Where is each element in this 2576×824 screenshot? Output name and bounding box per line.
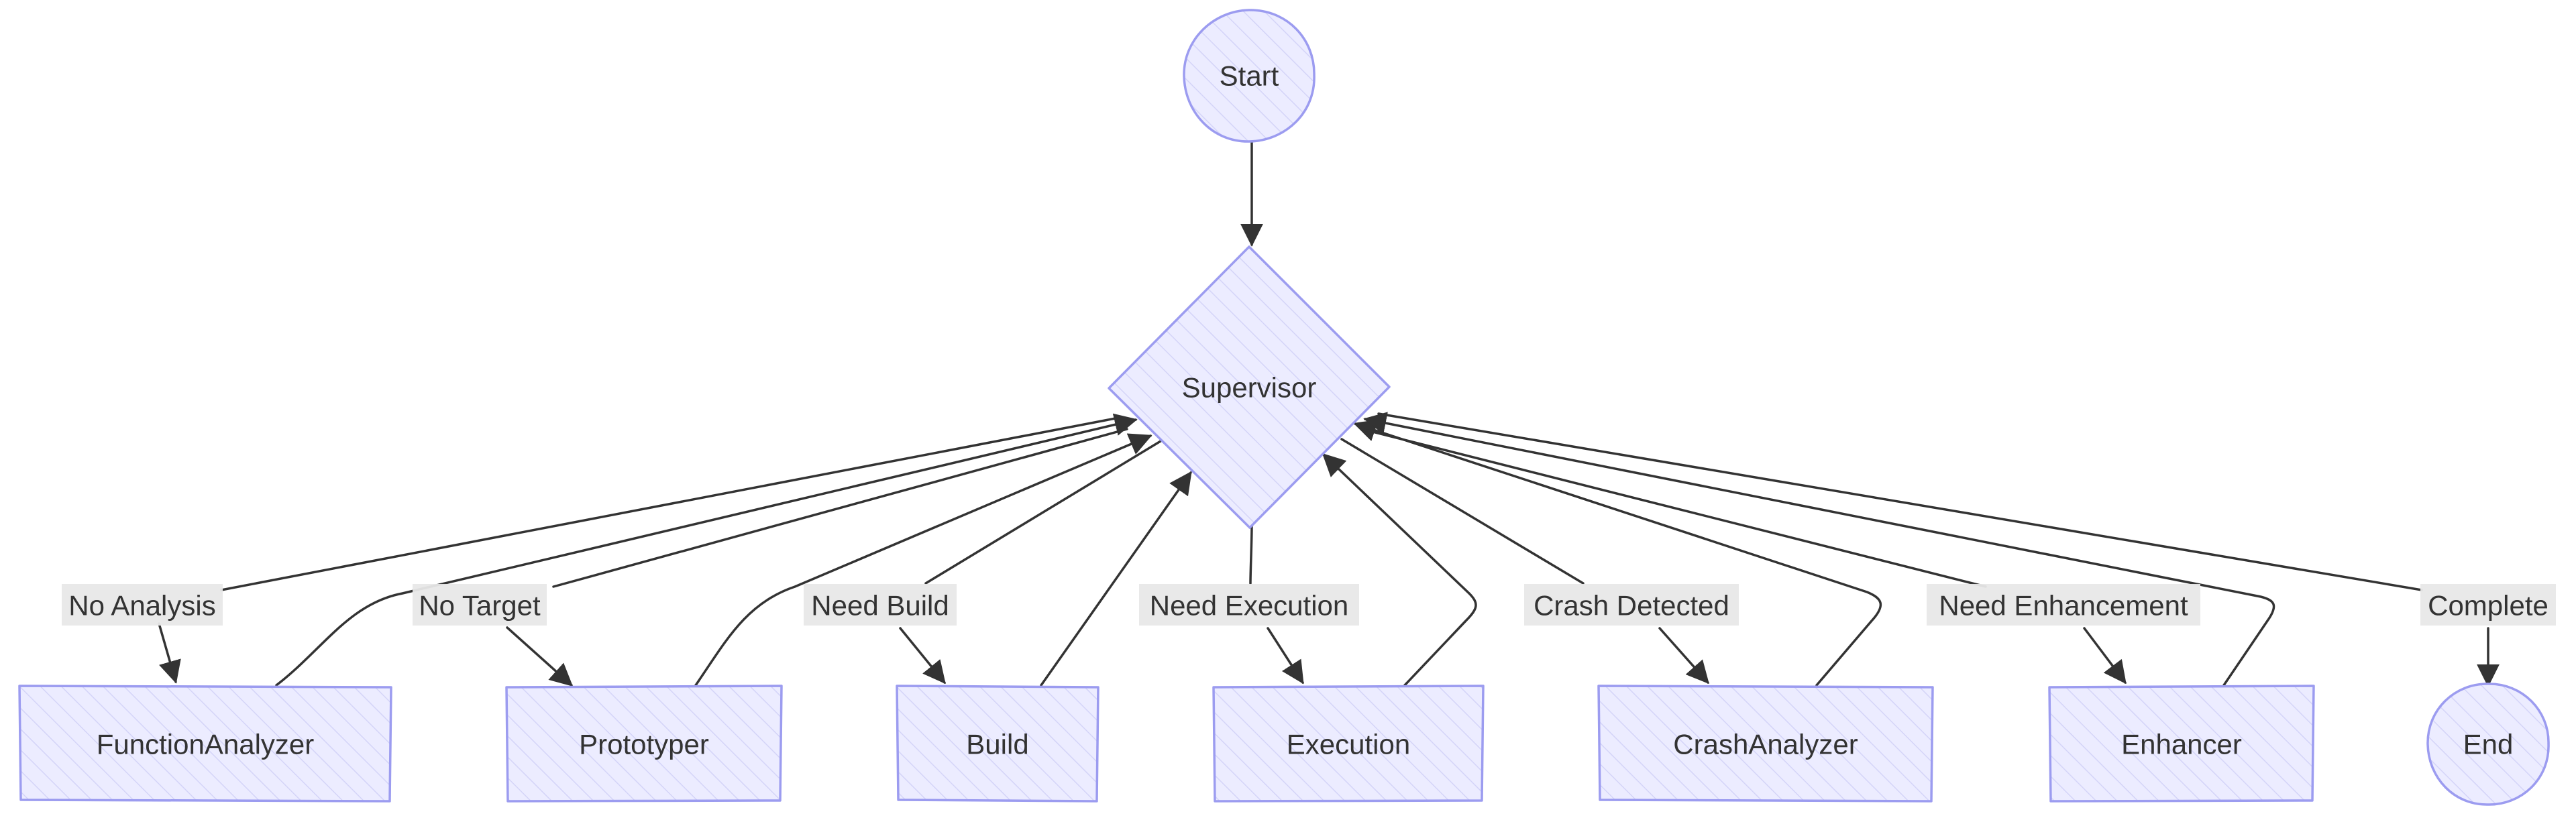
node-enhancer-label: Enhancer (2121, 729, 2242, 760)
edge-labels: No Analysis No Target Need Build Need Ex… (62, 584, 2556, 626)
edge-label-no-target: No Target (413, 584, 547, 626)
edge-supervisor-to-build (924, 438, 1165, 585)
edge-label-need-enhancement-text: Need Enhancement (1939, 590, 2188, 622)
edge-label-no-analysis: No Analysis (62, 584, 223, 626)
edge-arrow-to-enhancer (2083, 627, 2127, 685)
node-start-label: Start (1220, 60, 1279, 92)
edge-label-need-build-text: Need Build (811, 590, 949, 622)
edge-label-complete-text: Complete (2428, 590, 2548, 622)
node-function-analyzer[interactable]: FunctionAnalyzer (18, 685, 392, 803)
node-crash-analyzer[interactable]: CrashAnalyzer (1597, 685, 1934, 803)
node-supervisor[interactable]: Supervisor (1108, 245, 1391, 529)
node-prototyper-label: Prototyper (579, 729, 709, 760)
edge-supervisor-to-crash-analyzer (1340, 438, 1585, 585)
node-execution[interactable]: Execution (1212, 685, 1485, 803)
edge-arrow-to-prototyper (506, 626, 574, 687)
edge-arrow-to-execution (1267, 627, 1304, 685)
edge-prototyper-to-supervisor (693, 433, 1152, 689)
node-start[interactable]: Start (1183, 9, 1316, 143)
edge-supervisor-to-end (1377, 412, 2423, 591)
node-function-analyzer-label: FunctionAnalyzer (97, 729, 315, 760)
edge-label-complete: Complete (2420, 584, 2556, 626)
edge-label-need-build: Need Build (804, 584, 957, 626)
node-build-label: Build (966, 729, 1028, 760)
edge-label-crash-detected-text: Crash Detected (1534, 590, 1729, 622)
node-execution-label: Execution (1287, 729, 1410, 760)
node-crash-analyzer-label: CrashAnalyzer (1673, 729, 1858, 760)
edge-enhancer-to-supervisor (1363, 412, 2275, 687)
node-build[interactable]: Build (896, 685, 1099, 803)
edges (158, 136, 2500, 689)
edge-label-need-enhancement: Need Enhancement (1927, 584, 2200, 626)
edge-crash-analyzer-to-supervisor (1353, 419, 1882, 687)
edge-supervisor-to-enhancer (1360, 428, 1987, 588)
edge-label-no-analysis-text: No Analysis (68, 590, 215, 622)
edge-label-need-execution: Need Execution (1139, 584, 1359, 626)
edge-label-crash-detected: Crash Detected (1524, 584, 1739, 626)
nodes: Start Supervisor FunctionAnalyzer Protot… (18, 9, 2550, 806)
edge-supervisor-to-execution (1249, 525, 1253, 585)
edge-arrow-to-crash-analyzer (1658, 627, 1709, 685)
edge-label-no-target-text: No Target (419, 590, 541, 622)
edge-supervisor-to-function-analyzer (220, 416, 1120, 591)
edge-supervisor-to-prototyper (552, 428, 1128, 588)
edge-execution-to-supervisor (1322, 453, 1477, 687)
node-end[interactable]: End (2426, 683, 2550, 806)
node-prototyper[interactable]: Prototyper (505, 685, 783, 803)
edge-arrow-to-build (899, 627, 946, 685)
edge-build-to-supervisor (1040, 471, 1192, 687)
edge-arrow-to-function-analyzer (158, 622, 181, 684)
node-supervisor-label: Supervisor (1182, 372, 1317, 404)
edge-label-need-execution-text: Need Execution (1150, 590, 1349, 622)
node-end-label: End (2463, 729, 2514, 760)
edge-function-analyzer-to-supervisor (275, 413, 1138, 687)
node-enhancer[interactable]: Enhancer (2048, 685, 2315, 803)
